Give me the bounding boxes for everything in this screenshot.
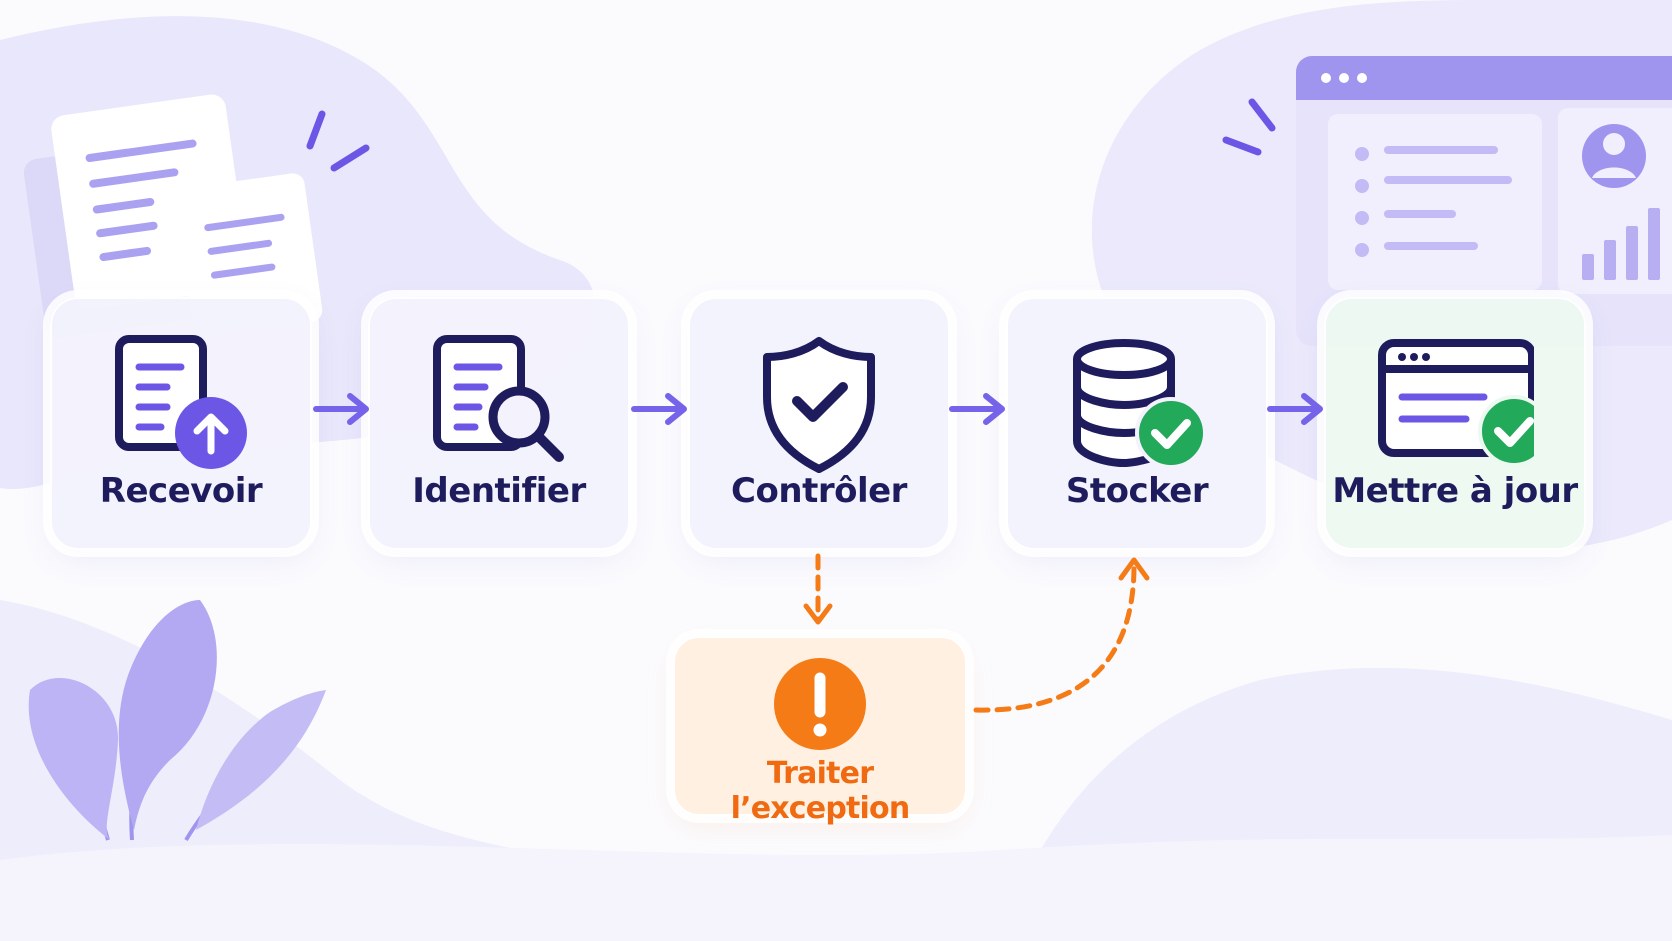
step-label-identifier: Identifier	[412, 471, 586, 511]
step-card-controler: Contrôler	[688, 297, 950, 550]
document-search-icon	[433, 335, 564, 462]
background-ground	[0, 835, 1672, 941]
shield-check-icon	[763, 337, 875, 473]
floating-documents	[23, 94, 323, 338]
step-card-stocker: Stocker	[1006, 297, 1268, 550]
exclamation-circle-icon	[774, 658, 866, 750]
step-label-recevoir: Recevoir	[99, 471, 263, 511]
exception-card: Traiter l’exception	[673, 636, 967, 826]
dashboard-window	[1296, 56, 1672, 346]
document-upload-icon	[115, 335, 247, 469]
step-card-identifier: Identifier	[368, 297, 630, 550]
step-card-mettre-a-jour: Mettre à jour	[1324, 297, 1586, 550]
step-label-controler: Contrôler	[731, 471, 907, 511]
plant-illustration	[28, 600, 326, 842]
sparkle-lines-left	[306, 110, 370, 172]
sparkle-lines-right	[1222, 98, 1276, 156]
step-card-recevoir: Recevoir	[50, 297, 312, 550]
database-check-icon	[1073, 339, 1207, 469]
window-check-icon	[1377, 339, 1534, 467]
step-label-mettre-a-jour: Mettre à jour	[1332, 471, 1578, 511]
exception-label: Traiter l’exception	[730, 756, 911, 826]
step-label-stocker: Stocker	[1065, 471, 1209, 511]
